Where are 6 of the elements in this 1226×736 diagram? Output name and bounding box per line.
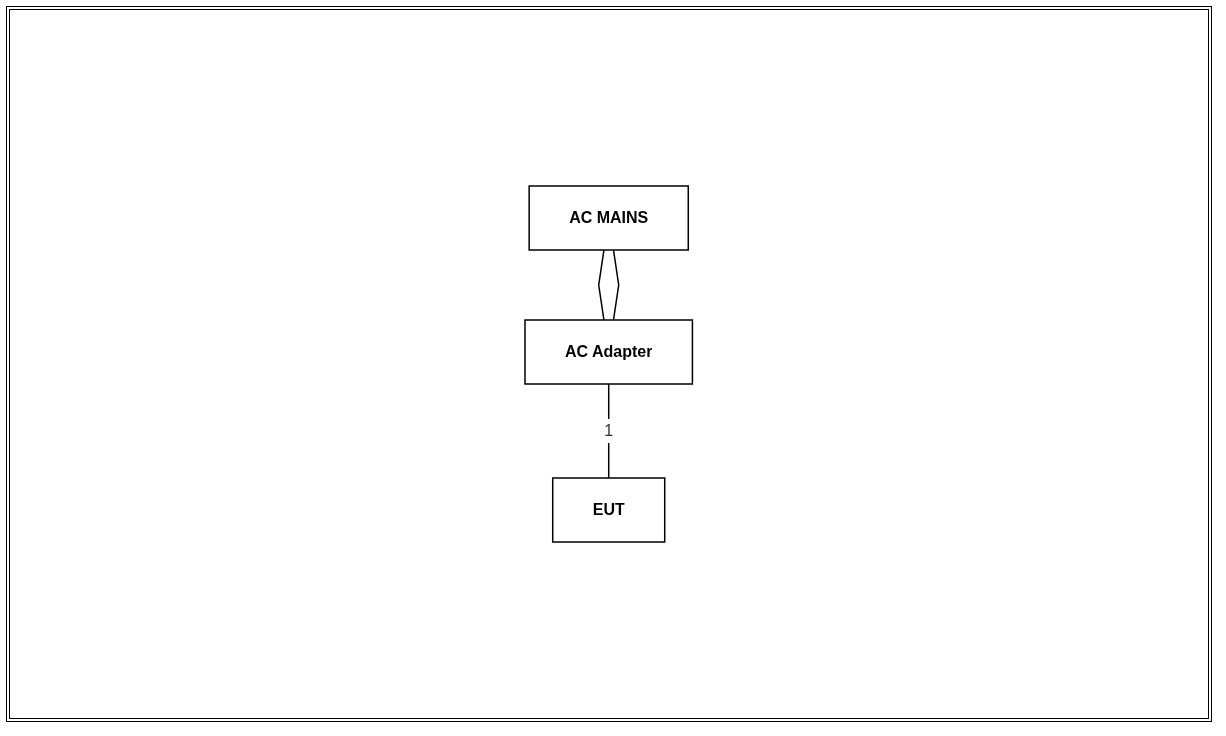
node-box bbox=[528, 185, 690, 251]
node-box bbox=[524, 319, 694, 385]
connector bbox=[598, 249, 605, 321]
node-box bbox=[552, 477, 666, 543]
connector bbox=[613, 249, 620, 321]
page-frame: 1 AC MAINS AC Adapter EUT bbox=[6, 6, 1212, 722]
